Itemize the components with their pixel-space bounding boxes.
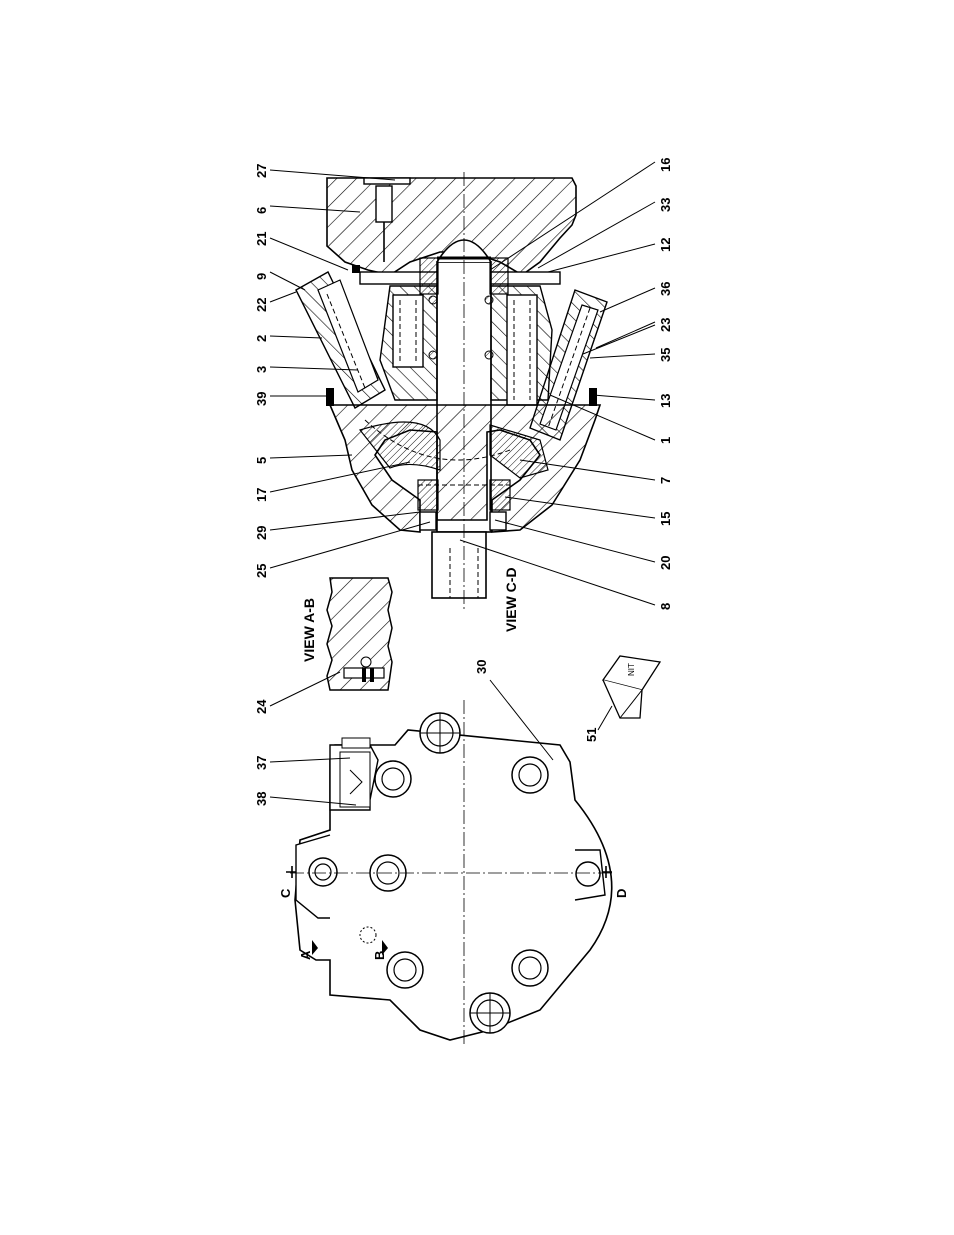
callout-21: 21 [254, 232, 269, 246]
callout-labels: 27 6 21 9 22 2 3 39 5 17 29 25 16 33 12 … [254, 158, 673, 960]
marker-b: B [372, 951, 387, 960]
callout-5: 5 [254, 457, 269, 464]
callout-23: 23 [658, 318, 673, 332]
callout-24: 24 [254, 699, 269, 714]
leader-lines [269, 161, 656, 806]
view-ab-title: VIEW A-B [301, 598, 317, 662]
tag-text: NIT [627, 663, 636, 676]
callout-9: 9 [254, 273, 269, 280]
callout-51: 51 [584, 728, 599, 742]
callout-33: 33 [658, 198, 673, 212]
callout-3: 3 [254, 366, 269, 373]
callout-20: 20 [658, 556, 673, 570]
callout-35: 35 [658, 348, 673, 362]
callout-17: 17 [254, 488, 269, 502]
callout-1: 1 [658, 437, 673, 444]
marker-a: A [298, 950, 313, 960]
plug-6 [375, 185, 393, 223]
callout-30: 30 [474, 660, 489, 674]
piston-right [506, 294, 538, 406]
marker-d: D [614, 889, 629, 898]
plug-27 [363, 177, 411, 185]
callout-36: 36 [658, 282, 673, 296]
marker-c: C [278, 888, 293, 898]
housing-body [328, 404, 602, 533]
end-view [286, 700, 613, 1045]
callout-7: 7 [658, 477, 673, 484]
callout-8: 8 [658, 603, 673, 610]
view-cd-title: VIEW C-D [503, 567, 519, 632]
section-view-cd [295, 172, 608, 610]
callout-12: 12 [658, 238, 673, 252]
name-tag-51: NIT [601, 655, 662, 719]
callout-25: 25 [254, 564, 269, 578]
shaft-end-8 [431, 531, 487, 599]
callout-2: 2 [254, 335, 269, 342]
piston-left [392, 294, 424, 368]
callout-16: 16 [658, 158, 673, 172]
callout-39: 39 [254, 392, 269, 406]
callout-15: 15 [658, 512, 673, 526]
detail-view-ab [326, 577, 393, 691]
callout-13: 13 [658, 394, 673, 408]
callout-38: 38 [254, 792, 269, 806]
callout-29: 29 [254, 526, 269, 540]
callout-27: 27 [254, 164, 269, 178]
callout-37: 37 [254, 756, 269, 770]
control-cylinder-left [295, 271, 386, 409]
callout-6: 6 [254, 207, 269, 214]
callout-22: 22 [254, 298, 269, 312]
